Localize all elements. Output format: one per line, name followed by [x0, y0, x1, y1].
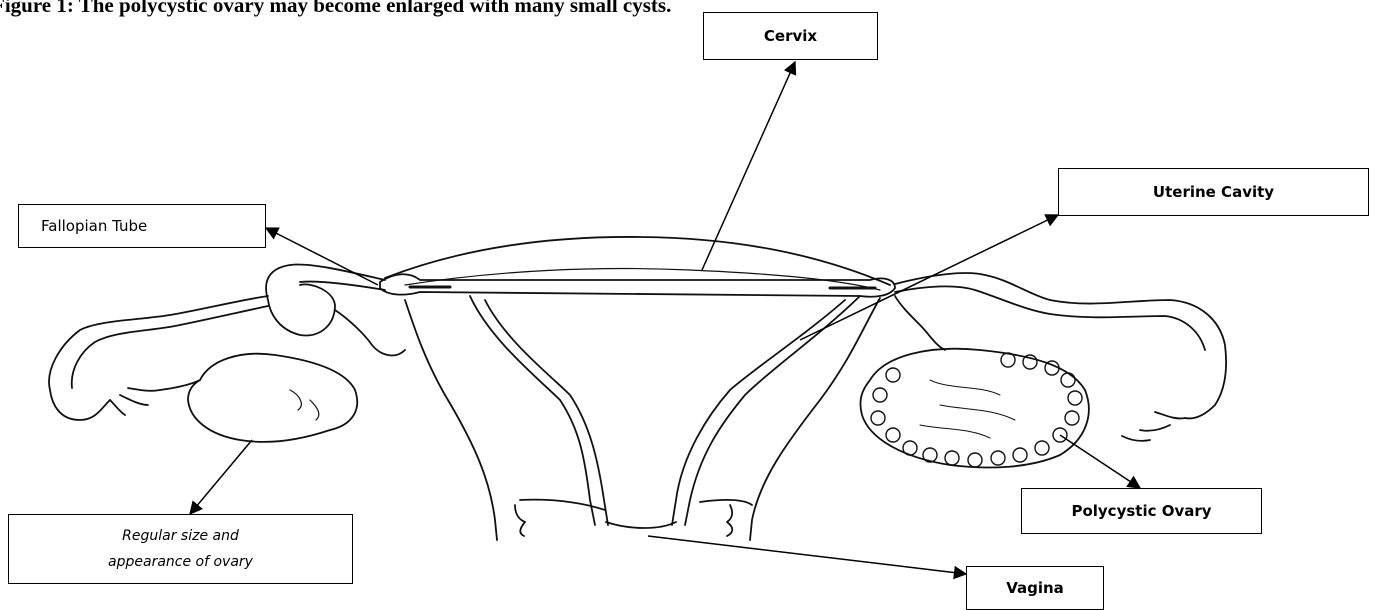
arrow-fallopian-tube: [266, 228, 378, 285]
regular-ovary-label: Regular size and appearance of ovary: [8, 514, 353, 584]
uterine-cavity-label: Uterine Cavity: [1058, 168, 1369, 216]
fallopian-tube-label: Fallopian Tube: [18, 204, 266, 248]
uterus-right-wall: [750, 298, 880, 540]
arrow-cervix: [702, 62, 795, 270]
regular-ovary-label-line1: Regular size and: [122, 523, 239, 549]
left-fallopian-tube: [266, 264, 385, 335]
arrow-regular-ovary: [190, 440, 252, 514]
right-fallopian-tube: [895, 273, 1226, 418]
uterus-left-wall: [405, 300, 497, 540]
arrow-polycystic-ovary: [1060, 435, 1140, 488]
polycystic-ovary: [860, 349, 1088, 468]
polycystic-ovary-label: Polycystic Ovary: [1021, 488, 1262, 534]
cervix-label: Cervix: [703, 12, 878, 60]
vagina-label: Vagina: [966, 566, 1104, 610]
arrow-uterine-cavity: [800, 215, 1058, 340]
regular-ovary-label-line2: appearance of ovary: [108, 549, 253, 575]
left-ovary: [188, 354, 357, 442]
arrow-vagina: [648, 536, 966, 574]
